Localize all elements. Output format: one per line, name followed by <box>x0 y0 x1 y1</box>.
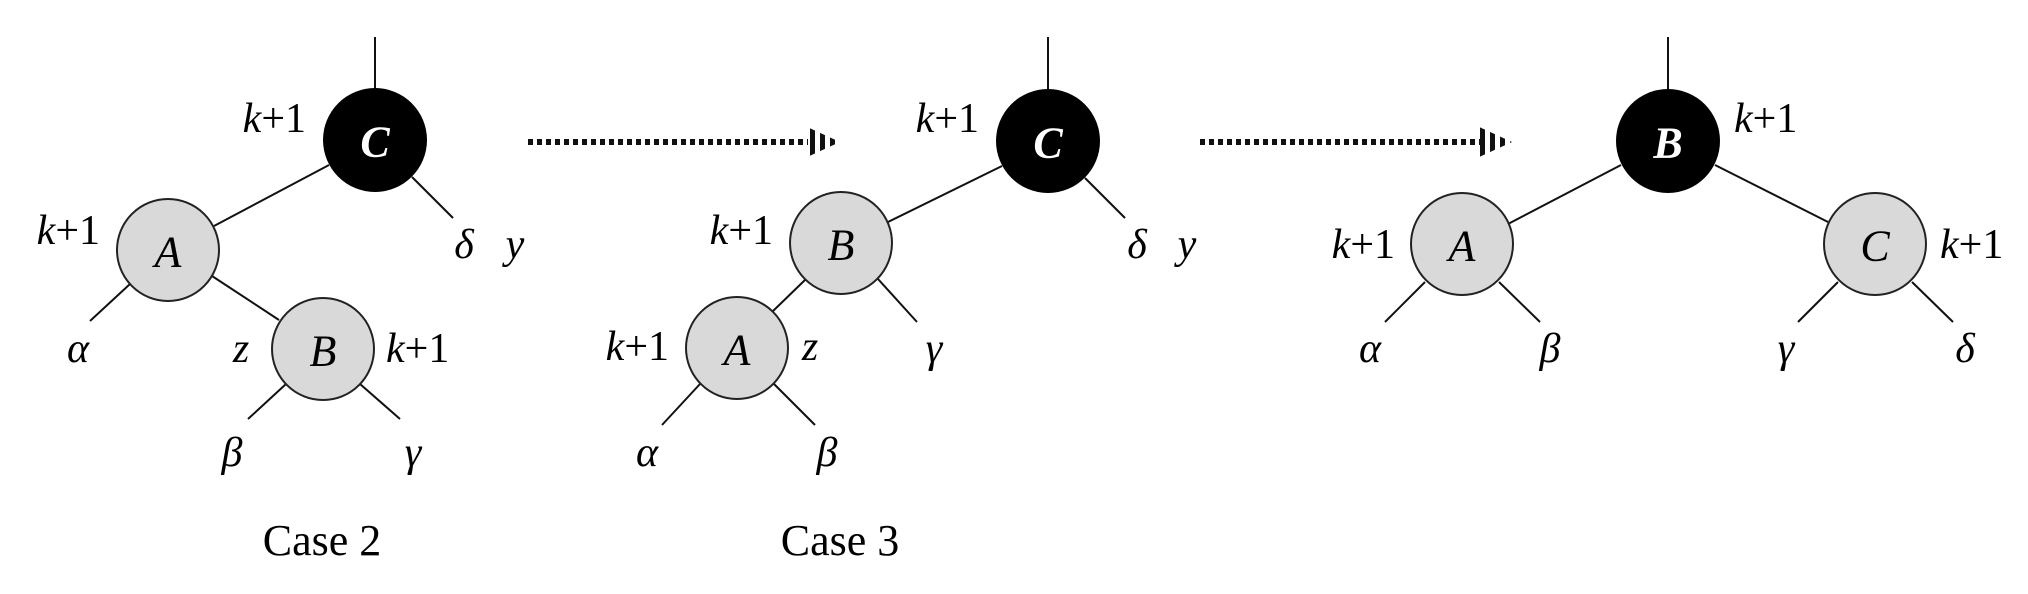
caption-case2: Case 2 <box>263 516 382 565</box>
panel-case2: C A B k+1 k+1 k+1 z δ y α β γ Case 2 <box>37 37 525 565</box>
rank-label-A: k+1 <box>606 324 669 370</box>
node-C: C <box>996 89 1100 193</box>
node-A: A <box>116 198 220 302</box>
rank-label-B: k+1 <box>386 326 449 372</box>
node-B: B <box>1616 89 1720 193</box>
edge-A-B <box>211 275 280 321</box>
edge-A-alpha <box>89 283 131 322</box>
subtree-delta: δ <box>1955 326 1976 372</box>
svg-text:B: B <box>1652 119 1682 168</box>
edge-C-gamma <box>1797 281 1839 323</box>
subtree-delta: δ <box>454 222 475 268</box>
svg-text:A: A <box>721 326 752 375</box>
subtree-alpha: α <box>636 430 659 476</box>
node-C: C <box>1823 192 1927 296</box>
svg-text:A: A <box>1446 222 1477 271</box>
rank-label-C: k+1 <box>243 96 306 142</box>
svg-text:A: A <box>152 228 183 277</box>
edge-C-delta <box>1911 281 1954 323</box>
node-B: B <box>271 297 375 401</box>
svg-text:B: B <box>828 221 855 270</box>
edge-C-A <box>213 164 330 227</box>
subtree-beta: β <box>221 430 243 476</box>
node-A: A <box>685 296 789 400</box>
subtree-beta: β <box>1539 326 1561 372</box>
subtree-delta: δ <box>1127 222 1148 268</box>
edge-B-C <box>1714 164 1829 223</box>
edge-B-gamma <box>359 383 401 420</box>
subtree-gamma: γ <box>1778 326 1796 372</box>
subtree-alpha: α <box>1359 326 1382 372</box>
node-A: A <box>1410 192 1514 296</box>
z-label: z <box>232 326 249 372</box>
node-C: C <box>323 88 427 192</box>
svg-text:C: C <box>1860 222 1890 271</box>
node-B: B <box>789 191 893 295</box>
svg-text:C: C <box>360 118 390 167</box>
transition-arrow-1 <box>528 126 840 158</box>
rank-label-A: k+1 <box>1332 222 1395 268</box>
z-label: z <box>801 324 818 370</box>
edge-A-alpha <box>661 383 701 426</box>
edge-B-A <box>1507 164 1622 225</box>
edge-B-gamma <box>877 278 918 323</box>
subtree-gamma: γ <box>405 430 423 476</box>
transition-arrow-2 <box>1200 126 1512 158</box>
y-label: y <box>502 222 525 268</box>
svg-text:C: C <box>1033 119 1063 168</box>
subtree-gamma: γ <box>926 326 944 372</box>
caption-case3: Case 3 <box>781 516 900 565</box>
edge-A-beta <box>1498 281 1541 323</box>
subtree-beta: β <box>816 430 838 476</box>
edge-C-B <box>887 165 1003 223</box>
edge-A-beta <box>773 383 816 426</box>
edge-B-A <box>771 278 807 313</box>
rank-label-C: k+1 <box>916 96 979 142</box>
rank-label-A: k+1 <box>37 208 100 254</box>
arrowhead-icon <box>805 126 840 158</box>
rank-label-B: k+1 <box>1734 96 1797 142</box>
rank-label-C: k+1 <box>1940 222 2003 268</box>
y-label: y <box>1174 222 1197 268</box>
subtree-alpha: α <box>67 326 90 372</box>
arrowhead-icon <box>1477 126 1512 158</box>
edge-C-delta <box>411 176 454 219</box>
edge-A-alpha <box>1384 281 1426 323</box>
panel-case3: C B A k+1 k+1 k+1 z δ y γ α β Case 3 <box>606 37 1197 565</box>
edge-B-beta <box>247 383 287 420</box>
rank-label-B: k+1 <box>710 208 773 254</box>
panel-result: B A C k+1 k+1 k+1 α β γ δ <box>1332 37 2003 372</box>
edge-C-delta <box>1084 177 1126 219</box>
svg-text:B: B <box>310 327 337 376</box>
